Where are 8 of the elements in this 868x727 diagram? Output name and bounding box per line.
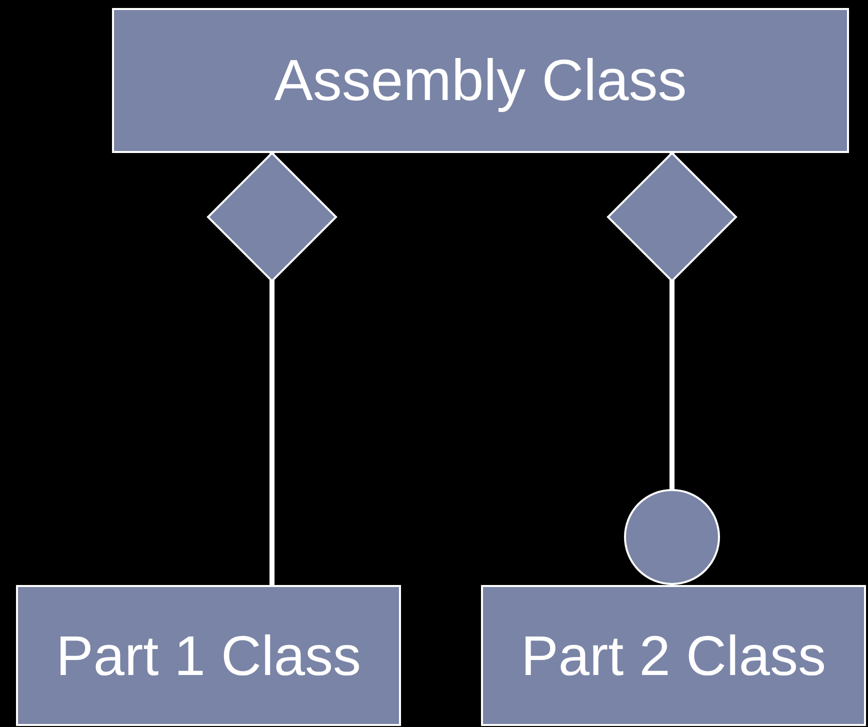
- class-name: Assembly Class: [274, 47, 687, 114]
- class-name: Part 1 Class: [56, 623, 361, 688]
- class-box: [112, 8, 849, 153]
- class-box: [16, 585, 401, 726]
- class-box: [481, 585, 866, 726]
- aggregation-connector: [207, 152, 337, 585]
- class-name: Part 2 Class: [521, 623, 826, 688]
- aggregation-connector: [607, 152, 737, 585]
